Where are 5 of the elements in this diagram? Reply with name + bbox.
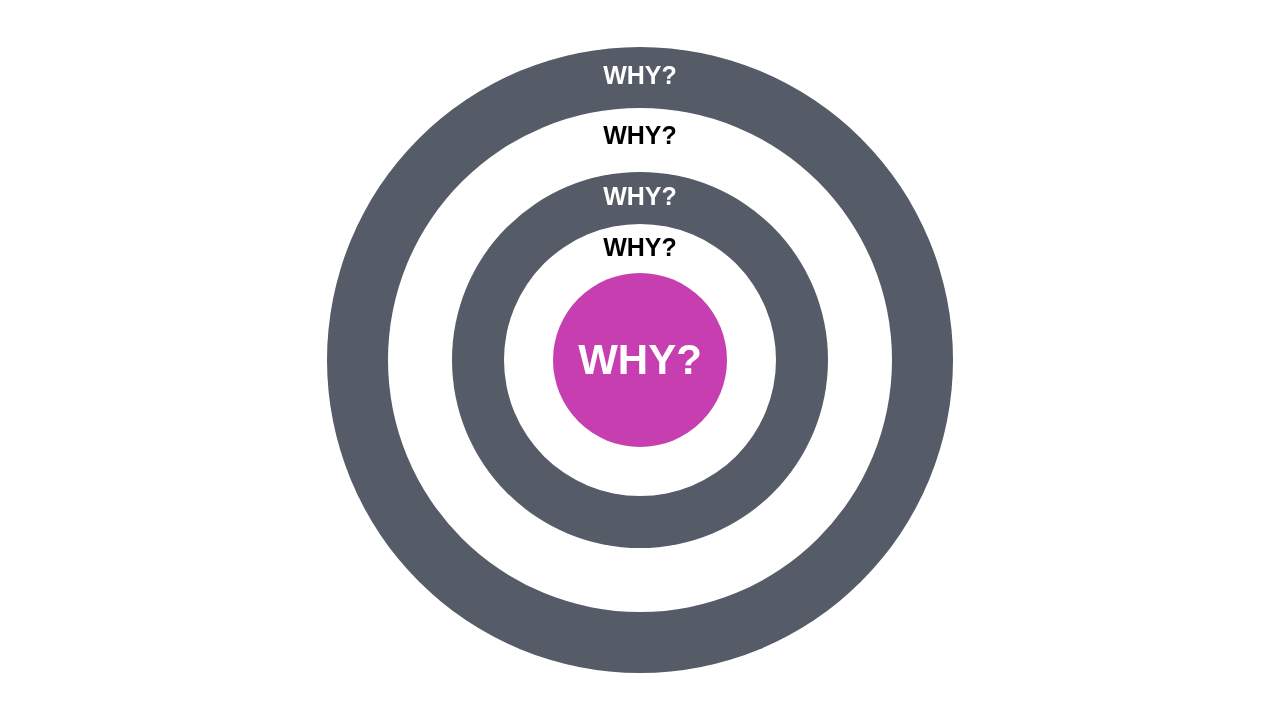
ring-label: WHY?: [603, 184, 677, 209]
ring-label: WHY?: [578, 339, 702, 381]
ring-label: WHY?: [603, 123, 677, 148]
ring-label: WHY?: [603, 63, 677, 88]
ring-label: WHY?: [603, 235, 677, 260]
